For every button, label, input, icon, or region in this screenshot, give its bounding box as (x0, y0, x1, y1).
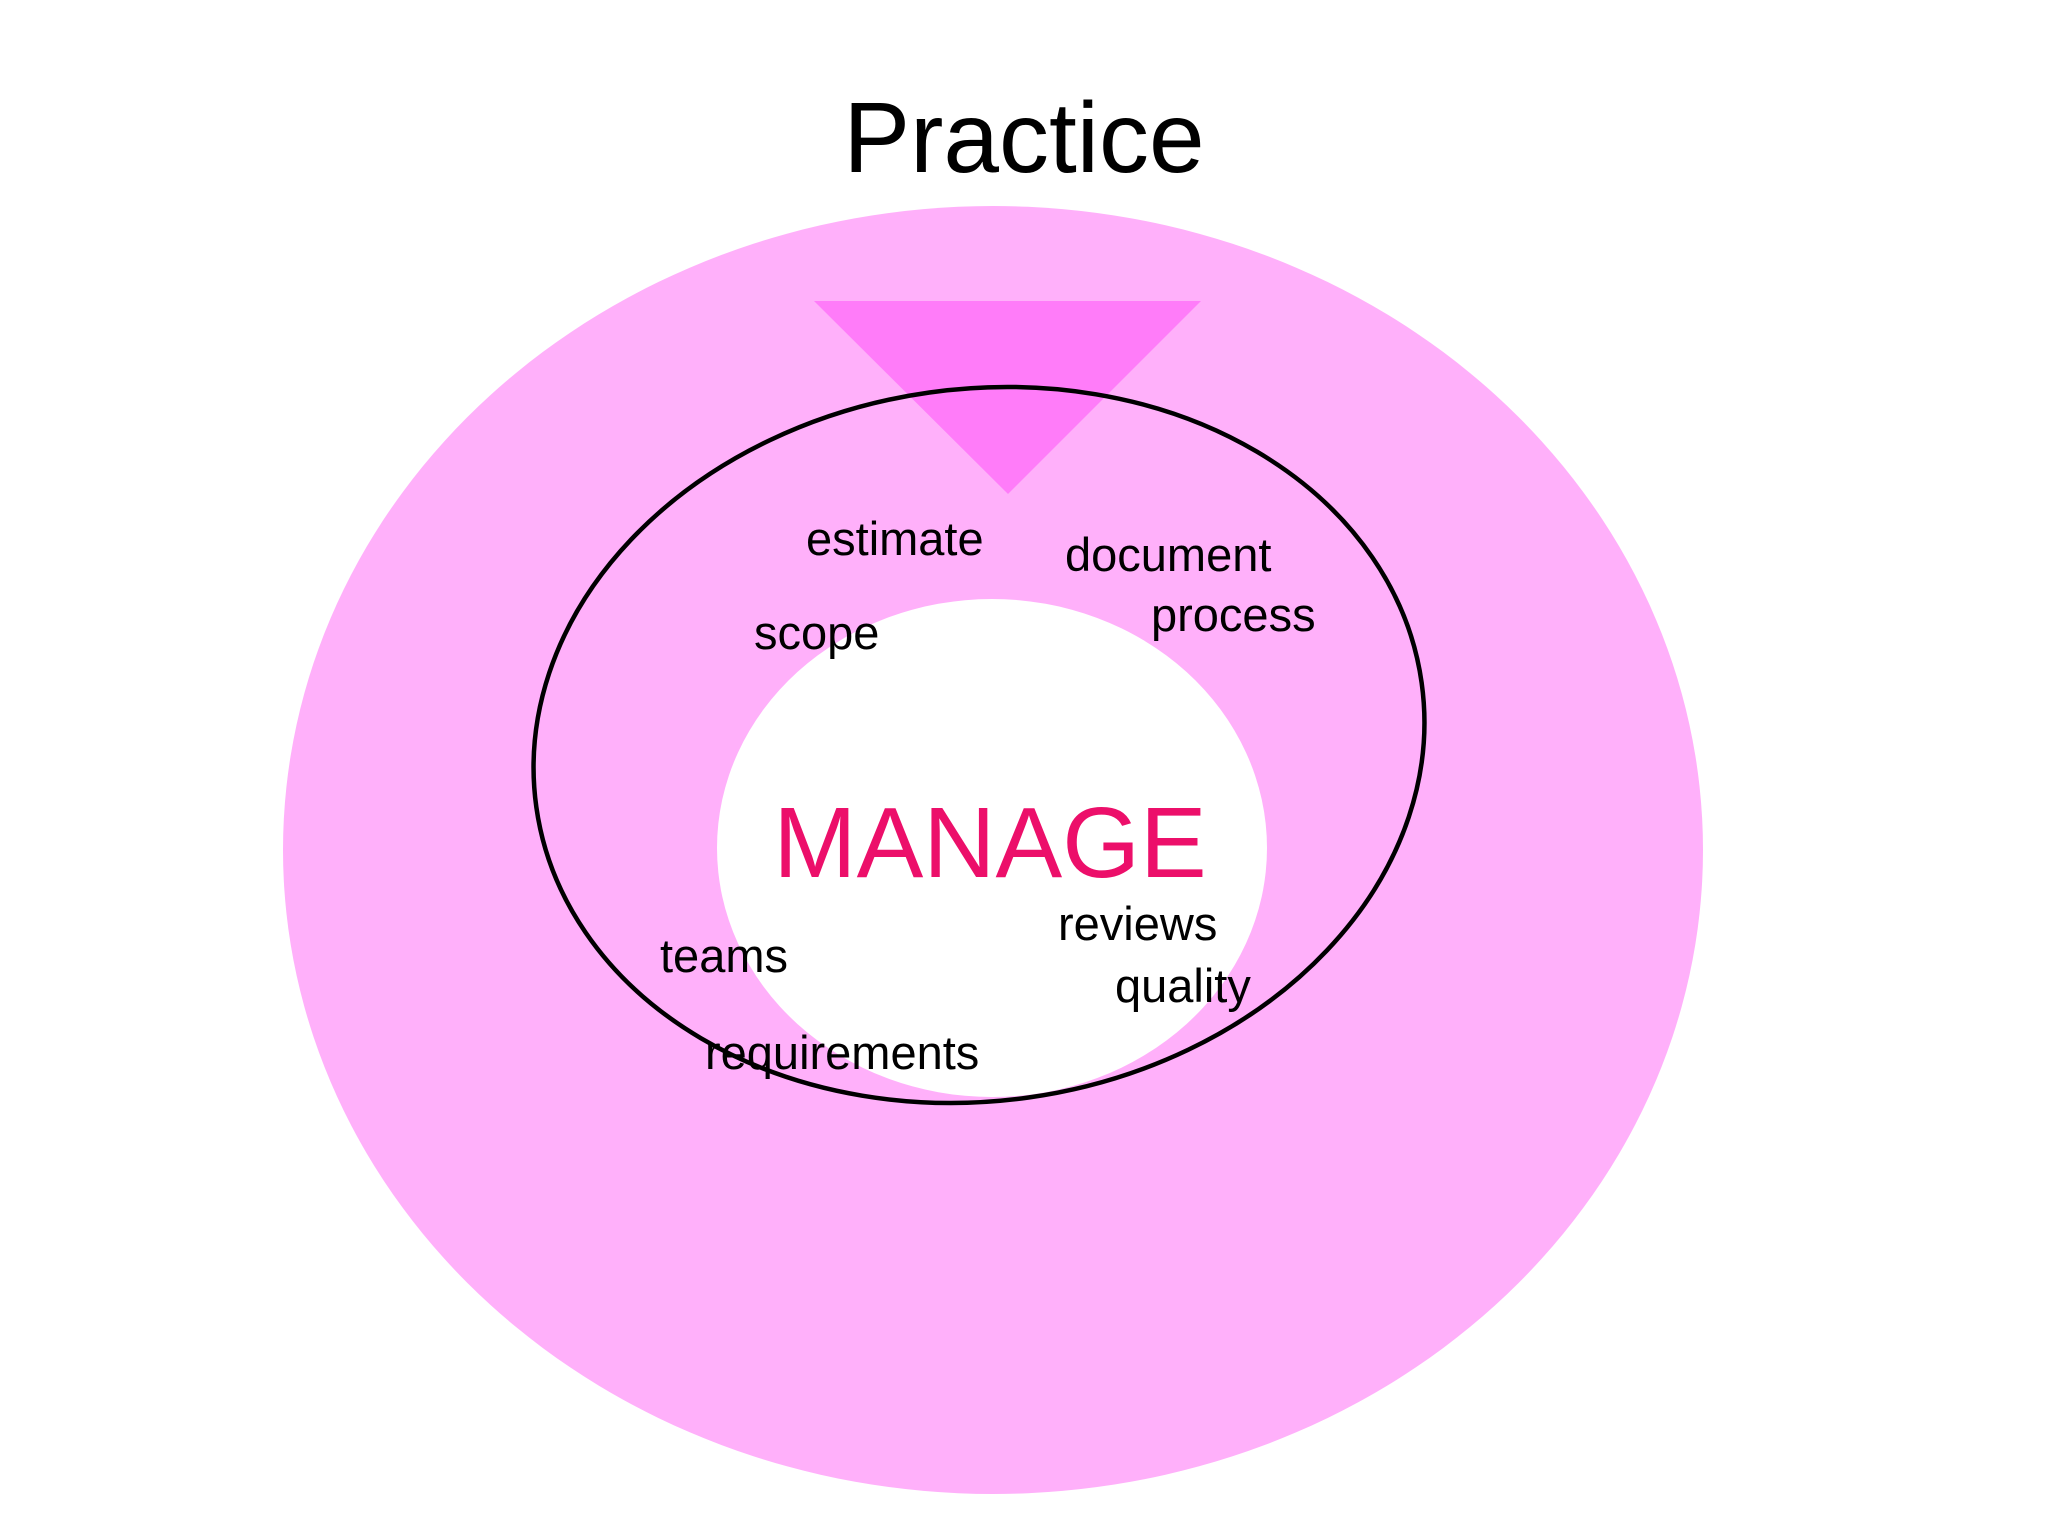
inner-disc (717, 599, 1267, 1097)
word-reviews: reviews (1058, 897, 1217, 950)
center-label: MANAGE (773, 787, 1206, 899)
word-teams: teams (660, 929, 788, 982)
word-estimate: estimate (806, 512, 984, 565)
word-scope: scope (754, 606, 879, 659)
word-quality: quality (1115, 959, 1251, 1012)
diagram-title: Practice (843, 82, 1204, 194)
word-process: process (1151, 588, 1316, 641)
funnel-triangle (814, 301, 1201, 494)
word-requirements: requirements (705, 1026, 979, 1079)
word-document: document (1065, 528, 1271, 581)
outline-ellipse (531, 384, 1427, 1106)
